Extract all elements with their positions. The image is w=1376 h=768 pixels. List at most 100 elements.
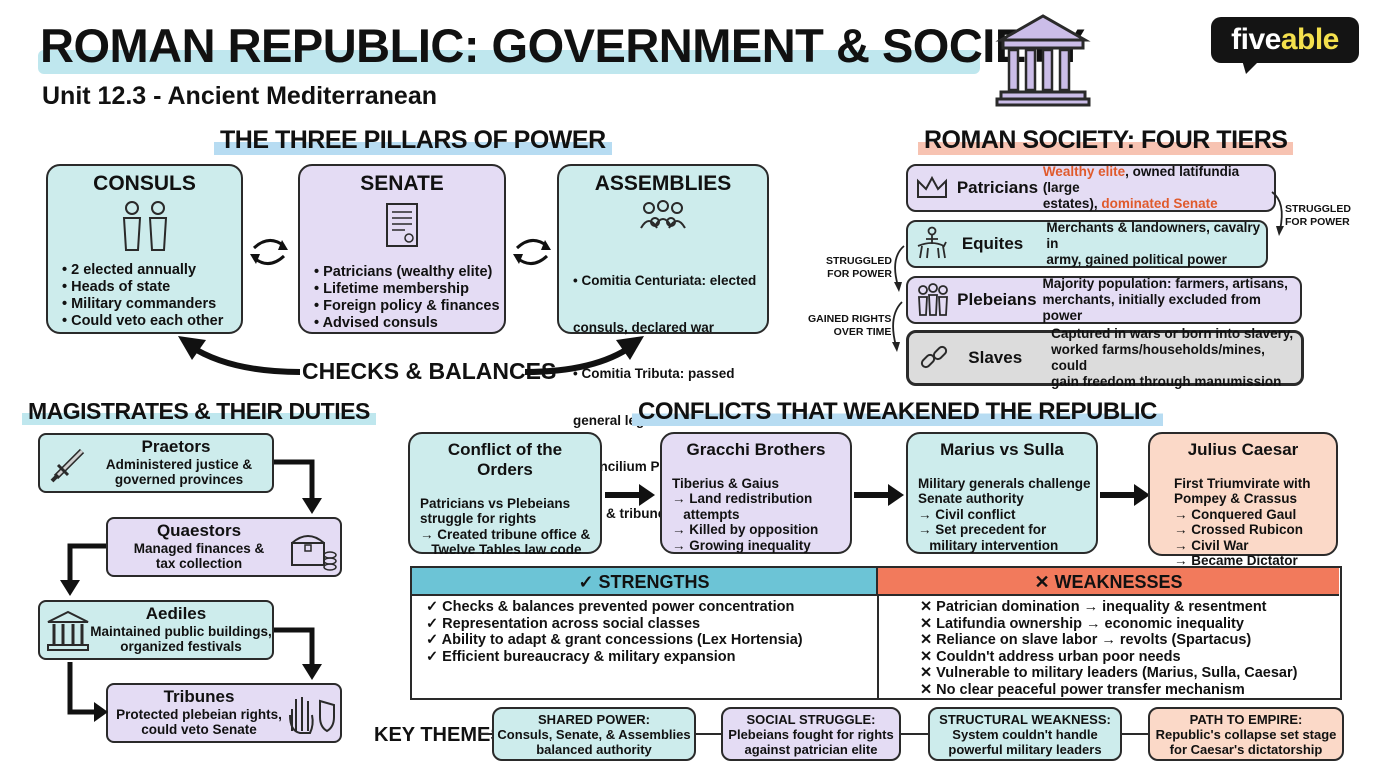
desc-line: → Growing inequality	[672, 537, 811, 553]
desc-line: First Triumvirate with	[1174, 475, 1311, 491]
note-text: OVER TIME	[833, 326, 892, 338]
checks-balances-label: CHECKS & BALANCES	[302, 358, 557, 384]
note-text: FOR POWER	[827, 268, 892, 280]
list-item: • Advised consuls	[314, 315, 438, 331]
theme-social-struggle: SOCIAL STRUGGLE: Plebeians fought for ri…	[721, 707, 901, 761]
tier-desc: Merchants & landowners, cavalry in army,…	[1046, 220, 1266, 268]
strengths-title: ✓ STRENGTHS	[578, 572, 710, 592]
theme-line: balanced authority	[536, 742, 652, 757]
checks-balances-arrow	[178, 336, 644, 375]
desc-line: → Crossed Rubicon	[1174, 522, 1304, 537]
desc-line: Patricians vs Plebeians	[420, 495, 571, 511]
tier-name: Equites	[961, 234, 1024, 253]
desc-line: Twelve Tables law code	[420, 542, 582, 557]
pillars-heading: THE THREE PILLARS OF POWER	[214, 126, 612, 155]
magistrate-tribunes: Tribunes Protected plebeian rights,could…	[106, 683, 342, 743]
tier-equites: Equites Merchants & landowners, cavalry …	[906, 220, 1268, 268]
desc-line: Managed finances &	[133, 541, 265, 556]
tier-desc: Wealthy elite, owned latifundia (large e…	[1043, 164, 1274, 212]
arrow-right-icon	[605, 484, 655, 506]
desc-line: Military generals challenge	[918, 475, 1091, 491]
desc-line: Pompey & Crassus	[1174, 491, 1298, 506]
curved-arrow-icon	[892, 301, 903, 352]
strengths-list: ✓ Checks & balances prevented power conc…	[426, 599, 803, 665]
flow-arrows	[60, 459, 322, 722]
list-item: ✓ Efficient bureaucracy & military expan…	[426, 648, 736, 665]
temple-icon	[995, 14, 1091, 107]
conflict-marius-sulla: Marius vs Sulla Military generals challe…	[906, 432, 1098, 554]
crown-icon	[917, 175, 948, 198]
logo-tail-icon	[1242, 60, 1260, 74]
cycle-arrows-icon	[513, 239, 551, 265]
list-item: • Comitia Centuriata: elected	[573, 273, 757, 288]
desc-line: → Killed by opposition	[672, 522, 819, 537]
conflict-title: Marius vs Sulla	[940, 440, 1064, 459]
magistrate-desc: Administered justice &governed provinces	[86, 457, 272, 487]
note-text: FOR POWER	[1285, 216, 1350, 228]
theme-line: Plebeians fought for rights	[728, 727, 894, 742]
desc-line: tax collection	[155, 556, 243, 571]
tier-desc-text: Merchants & landowners, cavalry in	[1046, 220, 1261, 251]
logo-text-five: five	[1231, 23, 1281, 56]
senate-card: SENATE • Patricians (wealthy elite) • Li…	[298, 164, 506, 334]
tier-name: Slaves	[968, 348, 1023, 367]
conflict-desc: First Triumvirate with Pompey & Crassus …	[1174, 460, 1326, 569]
theme-line: Consuls, Senate, & Assemblies	[497, 727, 691, 742]
key-themes-label: KEY THEMES	[374, 724, 504, 746]
desc-line: → Set precedent for	[918, 522, 1047, 537]
desc-line: attempts	[672, 506, 740, 522]
fiveable-logo[interactable]: fiveable	[1211, 17, 1359, 63]
theme-title: SHARED POWER:	[538, 712, 650, 727]
tier-desc: Captured in wars or born into slavery, w…	[1051, 326, 1301, 390]
treasure-chest-icon	[291, 535, 337, 571]
list-item: • 2 elected annually	[62, 262, 197, 278]
horse-rider-icon	[917, 226, 947, 259]
list-item: ✕ Latifundia ownership → economic inequa…	[920, 615, 1244, 632]
conflict-gracchi: Gracchi Brothers Tiberius & Gaius → Land…	[660, 432, 852, 554]
tier-desc-text: , owned latifundia (large	[1042, 164, 1240, 195]
senate-list: • Patricians (wealthy elite) • Lifetime …	[314, 264, 504, 332]
list-item: ✕ No clear peaceful power transfer mecha…	[920, 681, 1245, 698]
strengths-header: ✓ STRENGTHS	[412, 568, 878, 596]
magistrate-praetors: Praetors Administered justice &governed …	[38, 433, 274, 493]
note-text: STRUGGLED	[826, 255, 892, 267]
weaknesses-header: ✕ WEAKNESSES	[878, 568, 1339, 596]
society-heading: ROMAN SOCIETY: FOUR TIERS	[918, 126, 1294, 155]
tier-desc: Majority population: farmers, artisans, …	[1043, 276, 1300, 324]
curved-arrow-icon	[894, 245, 905, 292]
theme-title: PATH TO EMPIRE:	[1189, 712, 1303, 727]
tier-desc-highlight: Wealthy elite	[1042, 164, 1126, 179]
magistrate-quaestors: Quaestors Managed finances &tax collecti…	[106, 517, 342, 577]
crowd-icon	[640, 200, 686, 229]
list-item: • Heads of state	[62, 279, 171, 295]
list-item: ✓ Ability to adapt & grant concessions (…	[426, 632, 803, 648]
consuls-card: CONSULS • 2 elected annually • Heads of …	[46, 164, 243, 334]
assemblies-title: ASSEMBLIES	[594, 172, 732, 195]
tier-desc-text: merchants, initially excluded from power	[1042, 292, 1261, 323]
desc-line: could veto Senate	[141, 722, 257, 737]
curved-arrow-icon	[1271, 191, 1284, 236]
tier-desc-text: gain freedom through manumission	[1051, 374, 1282, 389]
note-text: GAINED RIGHTS	[808, 313, 892, 325]
conflicts-heading: CONFLICTS THAT WEAKENED THE REPUBLIC	[632, 398, 1163, 426]
list-item: • Lifetime membership	[314, 281, 469, 297]
magistrate-title: Quaestors	[156, 521, 242, 540]
conflict-desc: Tiberius & Gaius → Land redistribution a…	[672, 460, 840, 553]
consuls-title: CONSULS	[93, 172, 196, 195]
conflict-desc: Patricians vs Plebeians struggle for rig…	[420, 480, 590, 558]
magistrates-heading: MAGISTRATES & THEIR DUTIES	[22, 398, 376, 425]
magistrate-title: Praetors	[141, 437, 211, 456]
conflict-title: Conflict of the Orders	[447, 440, 563, 479]
conflict-orders: Conflict of the Orders Patricians vs Ple…	[408, 432, 602, 557]
column-divider	[877, 596, 879, 698]
cycle-arrows-icon	[250, 239, 288, 265]
desc-line: Senate authority	[918, 491, 1024, 506]
assemblies-card: ASSEMBLIES • Comitia Centuriata: elected…	[557, 164, 769, 521]
arrow-right-icon	[854, 484, 904, 506]
list-item: ✕ Patrician domination → inequality & re…	[920, 599, 1267, 615]
desc-line: military intervention	[918, 537, 1059, 553]
theme-line: against patrician elite	[744, 742, 878, 757]
tier-desc-text: army, gained political power	[1046, 252, 1227, 267]
